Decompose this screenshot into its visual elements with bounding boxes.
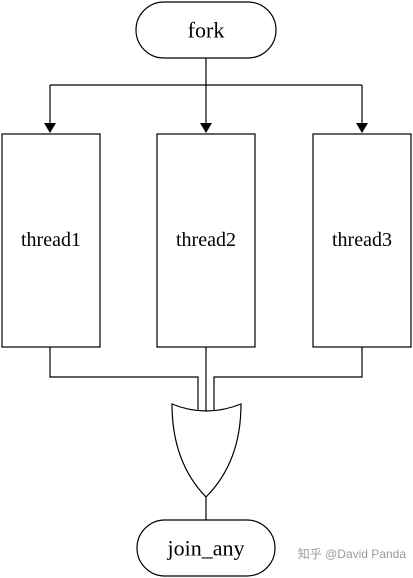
- or-gate-shape: [171, 403, 242, 498]
- fork-label: fork: [188, 18, 225, 43]
- thread1-box: [1, 133, 101, 348]
- thread3-label: thread3: [332, 229, 392, 251]
- fork-node: fork: [135, 1, 277, 59]
- thread3-node: thread3: [312, 133, 412, 348]
- thread3-output-line: [213, 347, 363, 410]
- join-any-shape: [136, 519, 276, 577]
- thread2-box: [156, 133, 256, 348]
- thread1-output-line: [49, 347, 199, 410]
- fork-connectors: [44, 58, 368, 133]
- thread3-box: [312, 133, 412, 348]
- thread1-label: thread1: [21, 229, 81, 251]
- watermark-text: 知乎 @David Panda: [298, 547, 407, 561]
- thread2-label: thread2: [176, 229, 236, 251]
- thread1-node: thread1: [1, 133, 101, 348]
- join-any-label: join_any: [167, 536, 245, 561]
- thread2-node: thread2: [156, 133, 256, 348]
- join-connectors: [49, 347, 363, 412]
- join-any-node: join_any: [136, 519, 276, 577]
